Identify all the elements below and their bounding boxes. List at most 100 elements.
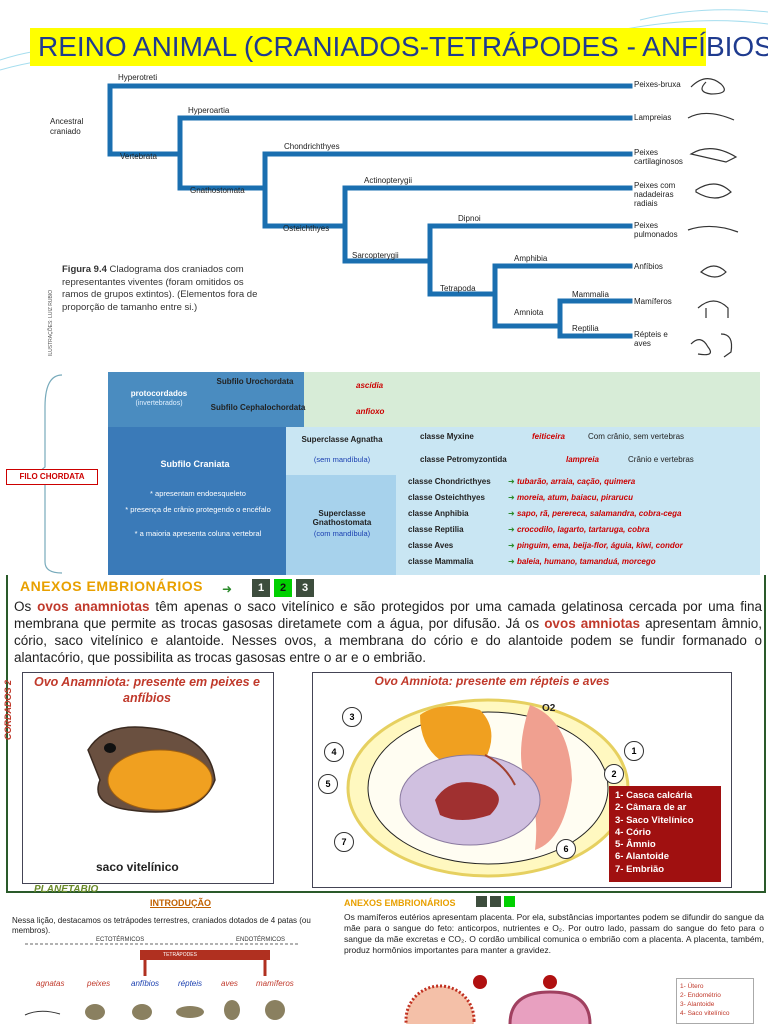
node-hyperotreti: Hyperotreti [118, 73, 158, 82]
tetrapodes-label: TETRÁPODES [163, 952, 197, 958]
side-label: CORDADOS 2 [3, 679, 14, 741]
saco-label: saco vitelínico [96, 860, 179, 874]
gnatho: Superclasse Gnathostomata [312, 509, 372, 527]
o2-label: O2 [542, 703, 556, 714]
snake-sketch [690, 339, 711, 356]
callout-6: 6 [556, 839, 576, 859]
hagfish-sketch [690, 78, 725, 95]
callout-4: 4 [324, 742, 344, 762]
feiticeira: feiticeira [532, 432, 565, 441]
callout-2: 2 [604, 764, 624, 784]
node-mammalia: Mammalia [572, 290, 609, 299]
craniata-note-3: * a maioria apresenta coluna vertebral [134, 529, 262, 538]
animal-anfibios: anfíbios [131, 979, 160, 988]
animal-sketches [687, 78, 739, 358]
legend-item: 2- Câmara de ar [615, 802, 687, 814]
callout-7: 7 [334, 832, 354, 852]
petro-note: Crânio e vertebras [628, 455, 694, 464]
anfioxo: anfioxo [356, 407, 385, 416]
cladogram: Ancestral craniado Hyperotreti Vertebrat… [40, 66, 740, 366]
caption-fig: Figura 9.4 [62, 264, 107, 275]
ascidia: ascídia [356, 381, 384, 390]
frog-sketch [700, 265, 727, 278]
cladogram-tree: Ancestral craniado [50, 83, 633, 339]
node-vertebrata: Vertebrata [120, 152, 157, 161]
lampreia: lampreia [566, 455, 599, 464]
animal-agnatas: agnatas [36, 979, 65, 988]
anexos-heading: ANEXOS EMBRIONÁRIOS [20, 578, 203, 594]
node-gnathostomata: Gnathostomata [190, 186, 245, 195]
agnatha: Superclasse Agnatha [301, 435, 383, 444]
tab-mini-3[interactable] [504, 896, 515, 907]
leaf-radiais: Peixes com nadadeiras radiais [634, 181, 676, 208]
class-row: classe Mammalia➜ baleia, humano, tamandu… [408, 557, 656, 566]
ecto-label: ECTOTÉRMICOS [96, 937, 145, 943]
legend-item: 1- Casca calcária [615, 790, 693, 801]
anamniota-egg [87, 726, 216, 813]
legend-item: 5- Âmnio [615, 839, 656, 851]
node-chondrichthyes: Chondrichthyes [284, 142, 340, 151]
placenta-legend: 1- Útero 2- Endométrio 3- Alantoide 4- S… [676, 978, 754, 1024]
bird-sketch [720, 333, 733, 358]
craniata-note-2: * presença de crânio protegendo o encéfa… [125, 505, 271, 514]
animal-mamiferos: mamíferos [256, 979, 294, 988]
legend-item: 4- Cório [615, 826, 651, 838]
shark-sketch [689, 148, 738, 163]
amniota-legend: 1- Casca calcária 2- Câmara de ar 3- Sac… [609, 786, 721, 882]
cat-sketch [697, 300, 729, 318]
subfilo-craniata: Subfilo Craniata [160, 459, 230, 469]
legend-item: 3- Saco Vitelínico [615, 814, 694, 826]
root-label: Ancestral [50, 117, 84, 126]
leaf-peixes-bruxa: Peixes-bruxa [634, 80, 681, 89]
animal-aves: aves [221, 979, 238, 988]
node-amphibia: Amphibia [514, 254, 548, 263]
caption-text: Cladograma dos craniados com representan… [62, 264, 258, 313]
page-title: REINO ANIMAL (CRANIADOS-TETRÁPODES - ANF… [30, 28, 768, 66]
class-row: classe Chondricthyes➜ tubarão, arraia, c… [408, 477, 636, 486]
leaf-lampreias: Lampreias [634, 113, 672, 122]
legend2-item: 2- Endométrio [680, 992, 721, 999]
tab-3[interactable]: 3 [296, 579, 314, 597]
agnatha-sub: (sem mandíbula) [313, 455, 371, 464]
filo-chordata: FILO CHORDATA [6, 469, 98, 485]
arrow-icon: ➜ [222, 582, 233, 596]
callout-1: 1 [624, 741, 644, 761]
bottom-section [0, 893, 768, 1024]
tab-1[interactable]: 1 [252, 579, 270, 597]
tetrapod-tree [24, 943, 300, 1020]
class-row: classe Anphibia➜ sapo, rã, perereca, sal… [408, 509, 682, 518]
lamprey-sketch [687, 112, 735, 121]
node-amniota: Amniota [514, 308, 544, 317]
tab-mini-2[interactable] [490, 896, 501, 907]
intro-heading: INTRODUÇÃO [150, 898, 211, 908]
legend-item: 7- Embrião [615, 863, 665, 875]
class-row: classe Reptilia➜ crocodilo, lagarto, tar… [408, 525, 650, 534]
callout-3: 3 [342, 707, 362, 727]
node-sarcopterygii: Sarcopterygii [352, 251, 399, 260]
animal-repteis: répteis [178, 979, 203, 988]
tab-mini-1[interactable] [476, 896, 487, 907]
fish-sketch [695, 183, 732, 199]
anexos-paragraph: Os ovos anamniotas têm apenas o saco vit… [14, 599, 762, 665]
legend2-item: 3- Alantoide [680, 1001, 715, 1008]
figure-caption: Figura 9.4 Cladograma dos craniados com … [62, 264, 262, 314]
gnatho-classes: classe Chondricthyes➜ tubarão, arraia, c… [408, 477, 758, 573]
class-petro: classe Petromyzontida [420, 455, 507, 464]
craniata-note-1: * apresentam endoesqueleto [150, 489, 246, 498]
leaf-mamiferos: Mamíferos [634, 297, 672, 306]
credit: ILUSTRAÇÕES: LUIZ RUBIO [48, 289, 54, 356]
header: REINO ANIMAL (CRANIADOS-TETRÁPODES - ANF… [0, 0, 768, 72]
leaf-anfibios: Anfíbios [634, 262, 663, 271]
tab-2[interactable]: 2 [274, 579, 292, 597]
amniota-title: Ovo Amniota: presente em répteis e aves [374, 674, 610, 688]
anexos2-text: Os mamíferos eutérios apresentam placent… [344, 912, 764, 955]
class-row: classe Aves➜ pinguim, ema, beija-flor, á… [408, 541, 683, 550]
subfilo-cepha: Subfilo Cephalochordata [210, 403, 306, 412]
node-reptilia: Reptilia [572, 324, 599, 333]
chordata-table: protocordados (invertebrados) Subfilo Ur… [0, 367, 768, 577]
node-tetrapoda: Tetrapoda [440, 284, 476, 293]
class-myxine: classe Myxine [420, 432, 474, 441]
leaf-pulmonados: Peixes pulmonados [634, 221, 678, 239]
leaf-cartilaginosos: Peixes cartilaginosos [634, 148, 683, 166]
amniota-egg [346, 698, 630, 878]
